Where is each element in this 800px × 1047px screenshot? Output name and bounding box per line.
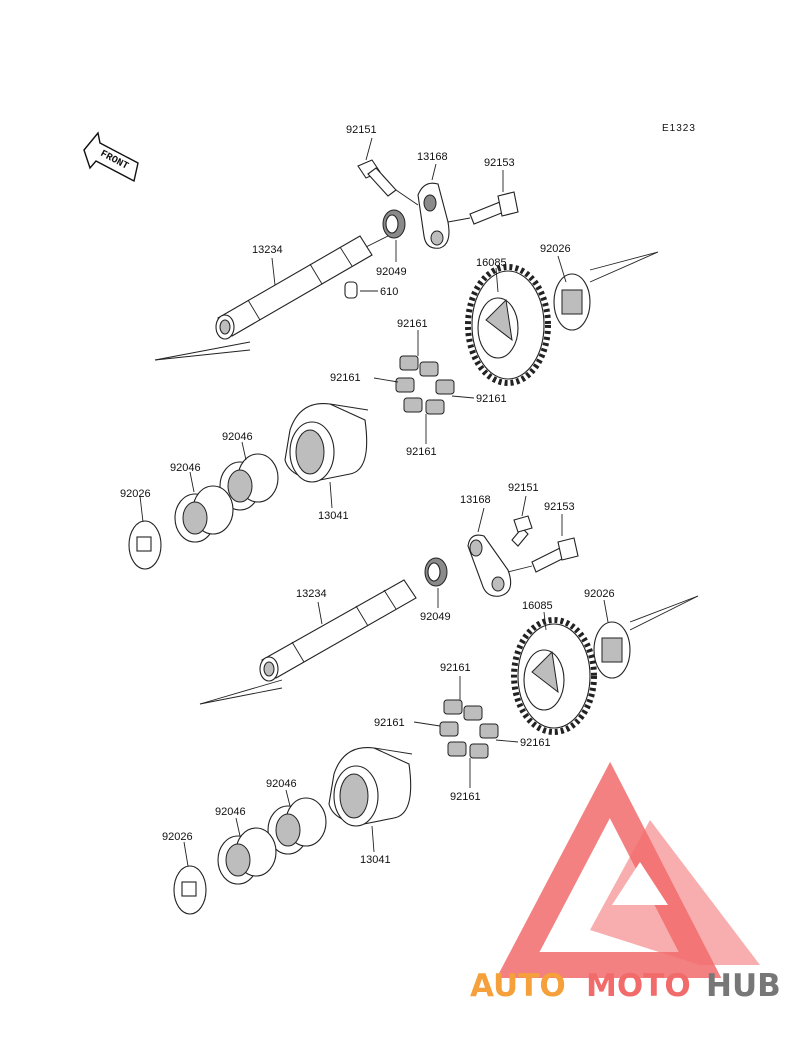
label-610: 610	[380, 286, 398, 298]
logo-triangle	[496, 761, 760, 978]
label-92161-top: 92161	[397, 318, 428, 330]
bolt-92153-lower	[507, 537, 579, 573]
lower-assembly: 13168 92151 92153 13234 92049 16085 9202…	[162, 482, 699, 915]
label-92046-b-lower: 92046	[215, 806, 246, 818]
gear-16085	[465, 264, 551, 386]
bearing-92046-a-lower	[267, 797, 327, 855]
lever-13168-lower	[467, 534, 512, 597]
label-13168-lower: 13168	[460, 494, 491, 506]
label-13234-lower: 13234	[296, 588, 327, 600]
label-92161-bottom-lower: 92161	[450, 791, 481, 803]
label-92153-lower: 92153	[544, 501, 575, 513]
label-13234: 13234	[252, 244, 283, 256]
label-16085: 16085	[476, 257, 507, 269]
label-92026-left-lower: 92026	[162, 831, 193, 843]
label-92049: 92049	[376, 266, 407, 278]
pin-610	[344, 281, 358, 299]
label-13041-lower: 13041	[360, 854, 391, 866]
seal-92049-lower	[424, 557, 448, 587]
label-92151-lower: 92151	[508, 482, 539, 494]
label-92161-left: 92161	[330, 372, 361, 384]
label-13041: 13041	[318, 510, 349, 522]
front-arrow: FRONT	[83, 131, 139, 183]
damper-rubbers-92161	[395, 355, 455, 415]
lever-13168	[417, 182, 450, 249]
label-92046-b: 92046	[170, 462, 201, 474]
washer-92026-right	[553, 273, 591, 331]
logo-wordmark: AUTO MOTO HUB	[470, 968, 781, 1004]
gear-16085-lower	[511, 617, 597, 735]
washer-92026-right-lower	[593, 621, 631, 679]
label-92161-right-lower: 92161	[520, 737, 551, 749]
brand-auto: AUTO	[470, 968, 566, 1004]
label-92153: 92153	[484, 157, 515, 169]
label-13168: 13168	[417, 151, 448, 163]
shaft-13234-lower	[259, 579, 417, 682]
brand-hub: HUB	[706, 968, 781, 1004]
label-16085-lower: 16085	[522, 600, 553, 612]
weight-13041	[284, 402, 369, 483]
weight-13041-lower	[328, 746, 413, 827]
bearing-92046-b	[174, 485, 234, 543]
washer-92026-left-lower	[173, 865, 207, 915]
label-92161-bottom: 92161	[406, 446, 437, 458]
label-92161-left-lower: 92161	[374, 717, 405, 729]
bolt-92151-lower	[511, 515, 533, 547]
label-92049-lower: 92049	[420, 611, 451, 623]
brand-moto: MOTO	[586, 968, 691, 1004]
label-92026-right-lower: 92026	[584, 588, 615, 600]
label-92026-left: 92026	[120, 488, 151, 500]
bearing-92046-b-lower	[217, 827, 277, 885]
bolt-92153	[447, 191, 519, 225]
damper-rubbers-92161-lower	[439, 699, 499, 759]
seal-92049	[382, 209, 406, 239]
bolt-92151	[357, 159, 419, 206]
label-92161-top-lower: 92161	[440, 662, 471, 674]
diagram-code: E1323	[662, 123, 696, 134]
label-92046-a: 92046	[222, 431, 253, 443]
shaft-13234	[215, 235, 373, 340]
upper-assembly: 92151 13168 92153 13234 92049 610 16085 …	[120, 124, 659, 570]
label-92026-right: 92026	[540, 243, 571, 255]
label-92161-right: 92161	[476, 393, 507, 405]
washer-92026-left	[128, 520, 162, 570]
label-92046-a-lower: 92046	[266, 778, 297, 790]
label-92151: 92151	[346, 124, 377, 136]
